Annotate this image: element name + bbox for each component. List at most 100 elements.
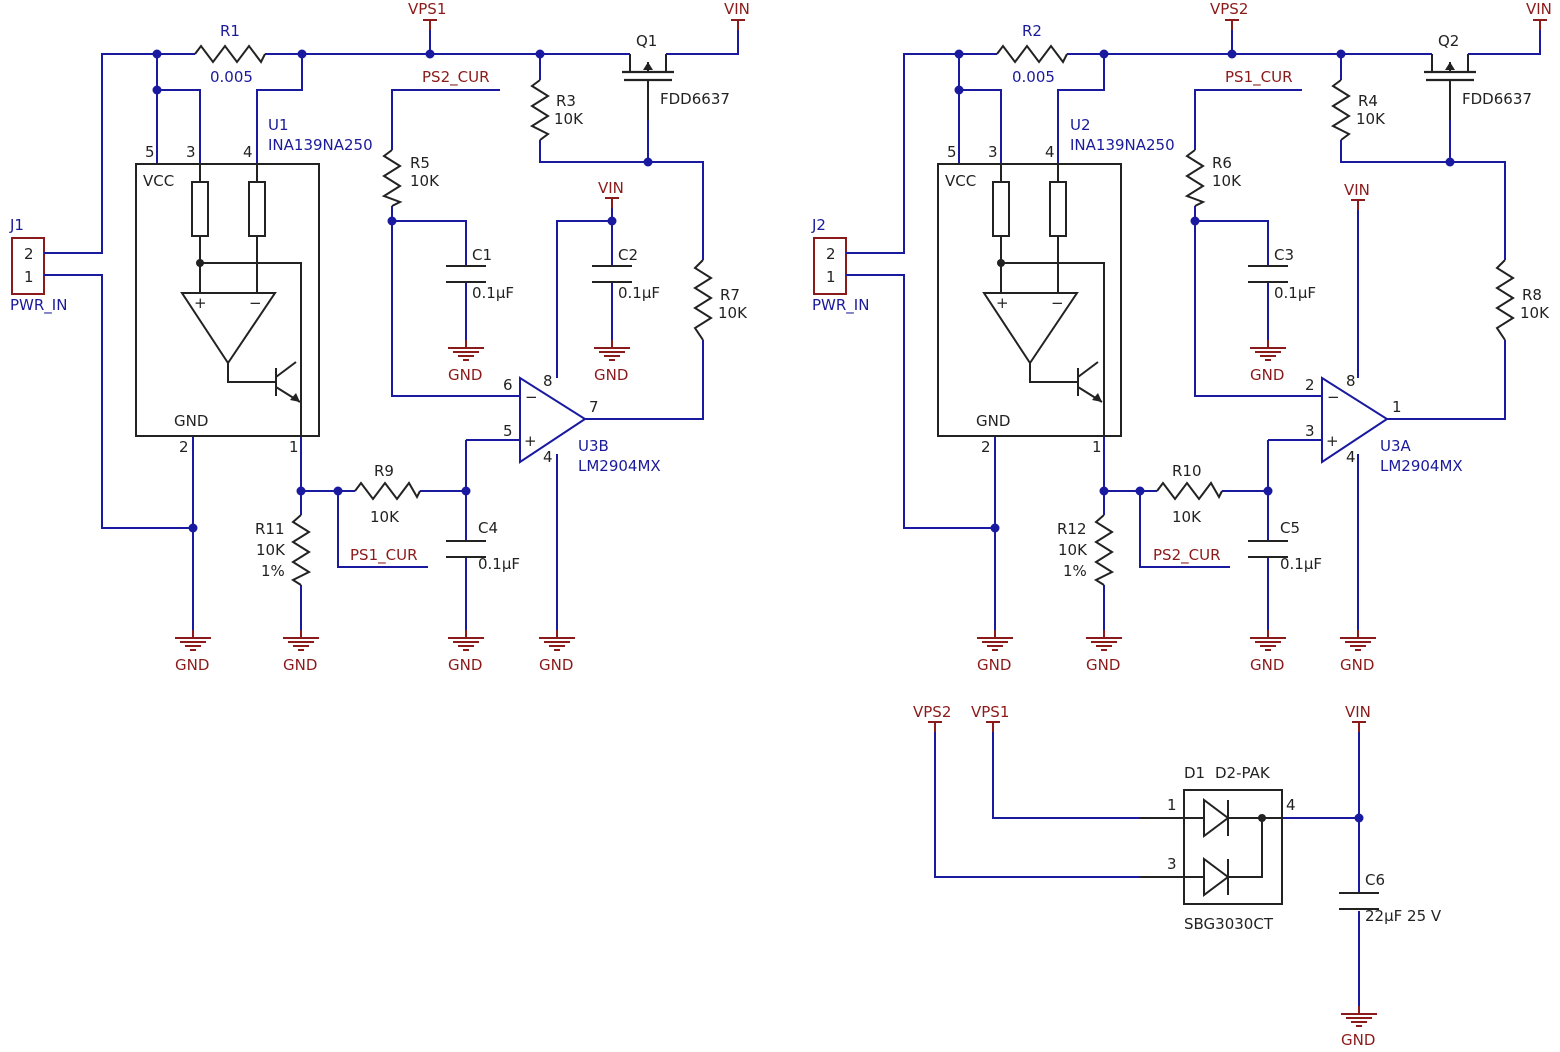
- connector-j1: J1 2 1 PWR_IN: [9, 216, 67, 315]
- resistor-r8: R8 10K: [1495, 259, 1550, 341]
- gnd-c3: GND: [1249, 339, 1287, 384]
- c2-value: 0.1µF: [618, 284, 660, 302]
- d1-ref: D1: [1184, 764, 1205, 782]
- j2-ref: J2: [811, 216, 826, 234]
- gnd-c2: GND: [593, 339, 631, 384]
- j1-pin-bottom: 1: [24, 268, 34, 286]
- svg-text:VIN: VIN: [1345, 703, 1371, 721]
- q1-part: FDD6637: [660, 90, 730, 108]
- r2-ref: R2: [1022, 22, 1042, 40]
- c1-ref: C1: [472, 246, 492, 264]
- resistor-r3: R3 10K: [529, 79, 584, 141]
- svg-text:INA139NA250: INA139NA250: [1070, 136, 1175, 154]
- ps1-cur-label-left: PS1_CUR: [350, 546, 418, 565]
- resistor-r5: R5 10K: [381, 149, 440, 207]
- svg-text:+: +: [1326, 432, 1339, 450]
- svg-text:3: 3: [186, 143, 196, 161]
- ic-u1: VCC GND 5 3 4 2 1 U1 INA139NA250 + −: [135, 116, 373, 456]
- resistor-r12: R12 10K 1%: [1057, 514, 1115, 586]
- svg-text:3: 3: [1167, 855, 1177, 873]
- svg-text:8: 8: [1346, 372, 1356, 390]
- svg-text:1: 1: [1167, 796, 1177, 814]
- svg-text:4: 4: [1346, 448, 1356, 466]
- u1-vcc: VCC: [143, 172, 174, 190]
- u1-gnd: GND: [174, 412, 208, 430]
- r1-value: 0.005: [210, 68, 253, 86]
- j2-name: PWR_IN: [812, 296, 869, 315]
- vin-label: VIN: [724, 0, 750, 18]
- right-channel: J2 2 1 PWR_IN: [811, 0, 1552, 674]
- svg-text:GND: GND: [448, 656, 482, 674]
- right-junctions: [954, 49, 1455, 533]
- capacitor-c6: C6 22µF 25 V: [1339, 871, 1442, 925]
- svg-text:LM2904MX: LM2904MX: [1380, 457, 1463, 475]
- c1-value: 0.1µF: [472, 284, 514, 302]
- svg-text:1: 1: [1092, 438, 1102, 456]
- svg-text:C5: C5: [1280, 519, 1300, 537]
- svg-text:R8: R8: [1522, 286, 1542, 304]
- svg-text:22µF 25 V: 22µF 25 V: [1365, 907, 1442, 925]
- r9-value: 10K: [370, 508, 400, 526]
- capacitor-c3: C3 0.1µF: [1248, 246, 1316, 302]
- ps2-cur-label-left: PS2_CUR: [422, 68, 490, 87]
- r5-ref: R5: [410, 154, 430, 172]
- svg-text:1: 1: [289, 438, 299, 456]
- svg-text:10K: 10K: [1520, 304, 1550, 322]
- j1-name: PWR_IN: [10, 296, 67, 315]
- gnd-r11: GND: [282, 629, 320, 674]
- power-vin-left: VIN: [724, 0, 750, 31]
- svg-text:R12: R12: [1057, 520, 1087, 538]
- u3b-part: LM2904MX: [578, 457, 661, 475]
- svg-text:−: −: [1327, 388, 1340, 406]
- svg-text:6: 6: [503, 376, 513, 394]
- gnd-c4: GND: [447, 629, 485, 674]
- vps1-label: VPS1: [408, 0, 446, 18]
- gnd-u1: GND: [174, 629, 212, 674]
- ps2-cur-label-right: PS2_CUR: [1153, 546, 1221, 565]
- q2-part: FDD6637: [1462, 90, 1532, 108]
- svg-text:3: 3: [1305, 422, 1315, 440]
- svg-text:−: −: [249, 294, 262, 312]
- svg-text:0.1µF: 0.1µF: [1280, 555, 1322, 573]
- power-vin-bottom: VIN: [1345, 703, 1371, 733]
- svg-text:−: −: [525, 388, 538, 406]
- svg-text:R6: R6: [1212, 154, 1232, 172]
- svg-text:R4: R4: [1358, 92, 1378, 110]
- svg-text:GND: GND: [977, 656, 1011, 674]
- q2-ref: Q2: [1438, 32, 1459, 50]
- j1-ref: J1: [9, 216, 24, 234]
- svg-text:GND: GND: [539, 656, 573, 674]
- r3-value: 10K: [554, 110, 584, 128]
- r5-value: 10K: [410, 172, 440, 190]
- svg-text:8: 8: [543, 372, 553, 390]
- resistor-r7: R7 10K: [693, 259, 748, 341]
- resistor-r6: R6 10K: [1184, 149, 1242, 207]
- svg-text:C3: C3: [1274, 246, 1294, 264]
- power-vin-u3a: VIN: [1344, 181, 1370, 211]
- svg-text:+: +: [524, 432, 537, 450]
- gnd-u2: GND: [976, 629, 1014, 674]
- svg-text:VPS2: VPS2: [1210, 0, 1248, 18]
- svg-text:GND: GND: [594, 366, 628, 384]
- opamp-u3a: − + 2 3 1 8 4 U3A LM2904MX: [1305, 372, 1463, 475]
- svg-text:2: 2: [1305, 376, 1315, 394]
- svg-text:GND: GND: [976, 412, 1010, 430]
- d1-package: D2-PAK: [1215, 764, 1271, 782]
- u1-part: INA139NA250: [268, 136, 373, 154]
- r11-value: 10K: [256, 541, 286, 559]
- gnd-u3a: GND: [1339, 629, 1377, 674]
- ic-u2: VCC GND 5 3 4 2 1 U2 INA139NA250 + −: [937, 116, 1175, 456]
- svg-text:1: 1: [1392, 398, 1402, 416]
- svg-text:7: 7: [589, 398, 599, 416]
- gnd-c1: GND: [447, 339, 485, 384]
- resistor-r1: R1 0.005: [194, 22, 266, 86]
- svg-text:5: 5: [947, 143, 957, 161]
- svg-text:10K: 10K: [1058, 541, 1088, 559]
- svg-text:1: 1: [826, 268, 836, 286]
- ps1-cur-label-right: PS1_CUR: [1225, 68, 1293, 87]
- q1-ref: Q1: [636, 32, 657, 50]
- capacitor-c2: C2 0.1µF: [592, 246, 660, 302]
- power-vps2-bottom: VPS2: [913, 703, 951, 733]
- svg-text:4: 4: [1045, 143, 1055, 161]
